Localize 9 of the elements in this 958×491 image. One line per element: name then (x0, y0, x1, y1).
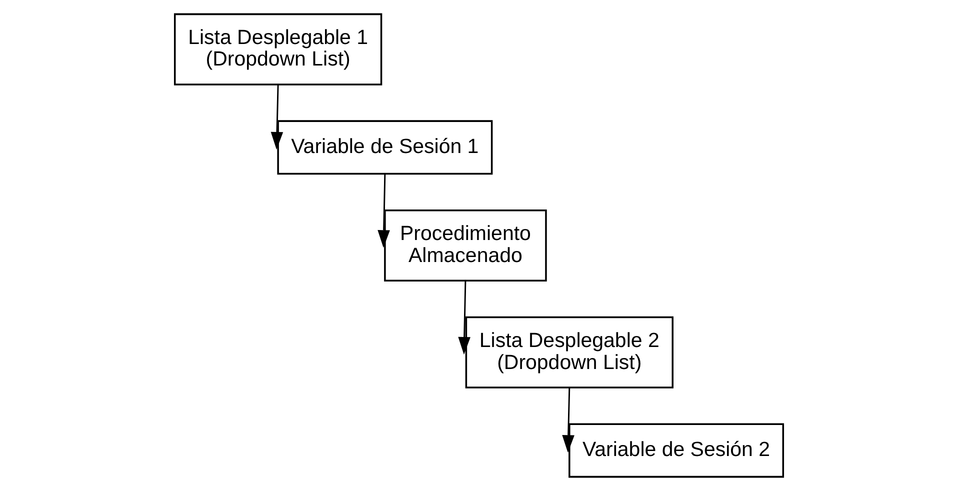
node-box: Lista Desplegable 1 (Dropdown List) (174, 13, 382, 86)
arrow (562, 387, 574, 453)
arrow (378, 174, 390, 248)
arrow (270, 84, 284, 150)
node-box: Procedimiento Almacenado (384, 209, 547, 282)
node-box: Variable de Sesión 1 (277, 120, 493, 175)
node-box: Variable de Sesión 2 (568, 423, 784, 478)
arrow (458, 280, 470, 355)
node-box: Lista Desplegable 2 (Dropdown List) (465, 316, 674, 388)
